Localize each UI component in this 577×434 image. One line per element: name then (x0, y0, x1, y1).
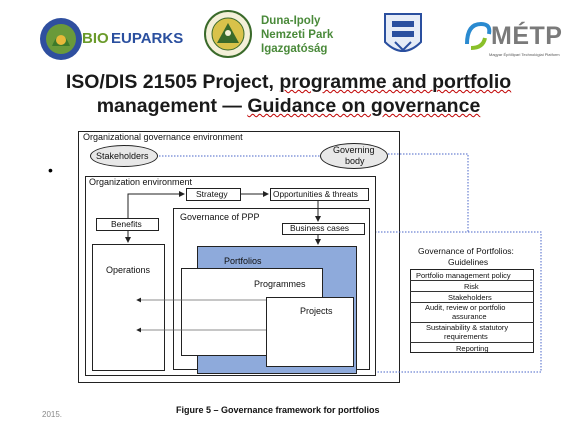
title-line2-part1: management — (96, 95, 248, 117)
stakeholders-node (90, 145, 158, 167)
bullet-mark: • (48, 162, 53, 178)
opportunities-threats-box (270, 188, 369, 201)
bioeuparks-emblem-icon (40, 18, 82, 60)
page-title-line2: management — Guidance on governance (0, 94, 577, 118)
outer-environment-label: Organizational governance environment (83, 132, 243, 142)
strategy-label: Strategy (196, 189, 228, 199)
bioeuparks-logo: BIO EUPARKS (38, 16, 188, 64)
portfolios-label: Portfolios (224, 256, 262, 266)
guidelines-title-1: Governance of Portfolios: (418, 246, 514, 256)
projects-box (266, 297, 354, 367)
national-park-seal-icon (204, 10, 252, 58)
benefits-label: Benefits (111, 219, 142, 229)
governing-body-label-1: Governing (333, 145, 375, 155)
guideline-item: requirements (444, 332, 488, 341)
organization-environment-label: Organization environment (89, 177, 193, 187)
projects-label: Projects (300, 306, 333, 316)
guideline-item: Portfolio management policy (416, 271, 511, 280)
university-crest-icon (384, 13, 422, 52)
governance-of-ppp-label: Governance of PPP (180, 212, 260, 222)
duna-ipoly-line1: Duna-Ipoly (261, 15, 321, 27)
guideline-item: Stakeholders (448, 293, 492, 302)
figure-caption: Figure 5 – Governance framework for port… (176, 405, 380, 415)
guidelines-list (410, 269, 534, 353)
guideline-item: Risk (464, 282, 479, 291)
benefits-box (96, 218, 159, 231)
stakeholders-label: Stakeholders (96, 151, 149, 161)
bioeuparks-prefix: BIO (82, 30, 109, 47)
operations-box (92, 244, 165, 371)
opportunities-threats-label: Opportunities & threats (273, 189, 358, 199)
title-line2-part2: Guidance on governance (247, 95, 481, 117)
duna-ipoly-logo: Duna-Ipoly Nemzeti Park Igazgatóság (203, 9, 363, 65)
page-title-line1: ISO/DIS 21505 Project, programme and por… (0, 70, 577, 94)
duna-ipoly-line3: Igazgatóság (261, 43, 328, 55)
university-crest-logo (383, 12, 423, 60)
metp-logo: MÉTP Magyar Építőipari Technológiai Plat… (463, 18, 573, 64)
title-line1-part1: ISO/DIS 21505 Project, (65, 71, 280, 93)
title-line1-part2: programme and portfolio (279, 71, 512, 93)
metp-subtitle: Magyar Építőipari Technológiai Platform (489, 52, 560, 57)
guideline-item: Sustainability & statutory (426, 323, 509, 332)
guideline-item: assurance (452, 312, 487, 321)
metp-swirl-icon (465, 21, 492, 50)
operations-label: Operations (106, 265, 151, 275)
footer-year: 2015. (42, 410, 63, 419)
duna-ipoly-line2: Nemzeti Park (261, 29, 334, 41)
programmes-label: Programmes (254, 279, 306, 289)
guideline-item: Audit, review or portfolio (425, 303, 506, 312)
guideline-item: Reporting (456, 344, 489, 353)
strategy-box (186, 188, 241, 201)
governing-body-node (320, 143, 388, 169)
governing-body-label-2: body (345, 156, 365, 166)
guidelines-title-2: Guidelines (448, 257, 489, 267)
business-cases-box (282, 223, 365, 235)
bioeuparks-suffix: EUPARKS (111, 30, 184, 47)
business-cases-label: Business cases (290, 223, 350, 233)
metp-name: MÉTP (491, 22, 563, 50)
